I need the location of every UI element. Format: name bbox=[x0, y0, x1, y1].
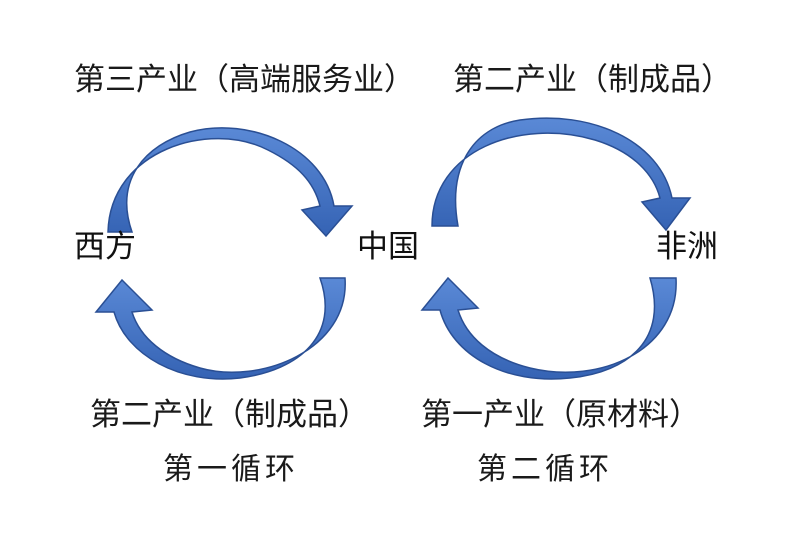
loop2-caption: 第二循环 bbox=[477, 452, 613, 487]
loop2-top-label: 第二产业（制成品） bbox=[453, 62, 732, 98]
node-africa: 非洲 bbox=[656, 229, 718, 265]
loop2-bottom-arrow bbox=[420, 276, 677, 380]
loop1-bottom-label: 第二产业（制成品） bbox=[90, 397, 369, 433]
loop2-top-arrow bbox=[431, 117, 692, 232]
loop1-caption: 第一循环 bbox=[163, 452, 299, 487]
loop2-bottom-label: 第一产业（原材料） bbox=[421, 397, 700, 433]
loop1-bottom-arrow bbox=[94, 277, 346, 380]
node-west: 西方 bbox=[74, 229, 136, 265]
loop1-top-arrow bbox=[107, 127, 354, 238]
loop1-top-label: 第三产业（高端服务业） bbox=[74, 62, 415, 98]
node-china: 中国 bbox=[357, 229, 419, 265]
